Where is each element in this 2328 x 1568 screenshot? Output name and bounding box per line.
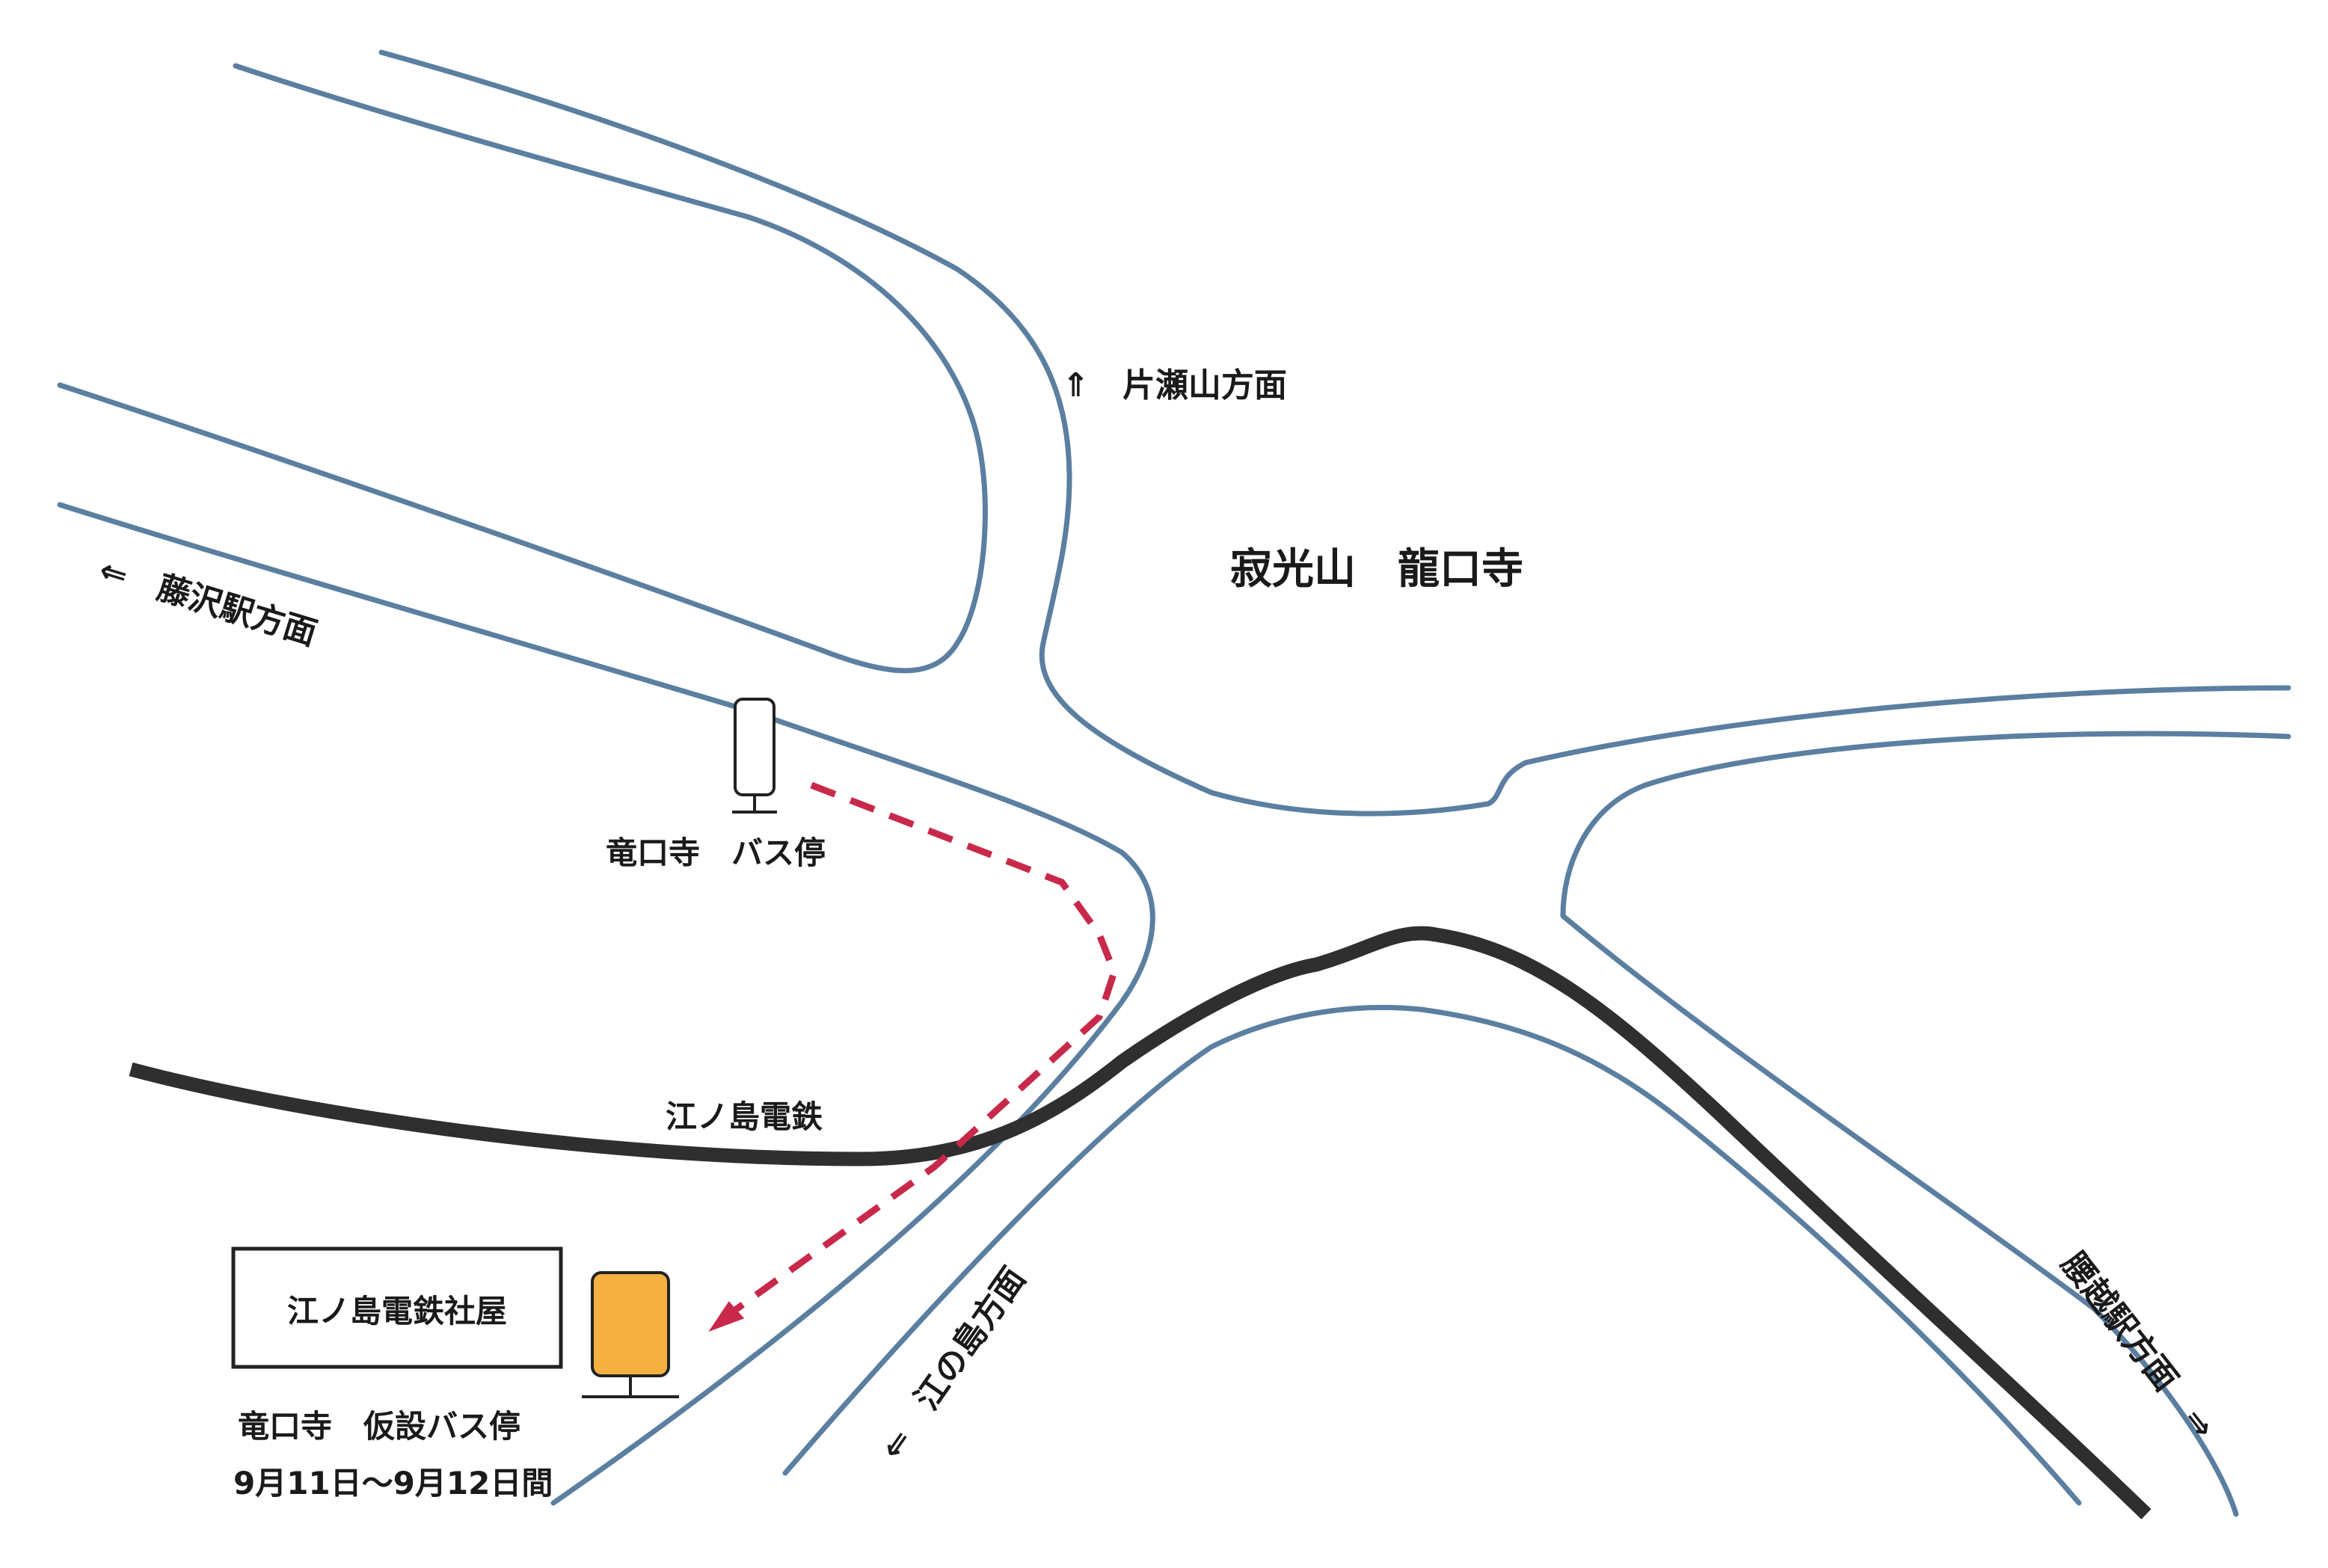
road-enoshima-east [782, 1004, 2082, 1506]
bus-stop-label: 竜口寺 バス停 [606, 834, 826, 871]
road-east-south-edge [1560, 731, 2291, 1517]
roads [57, 49, 2291, 1517]
route-arrowhead [708, 1301, 745, 1332]
road-north-west-outer [57, 63, 988, 674]
temporary-bus-stop-icon [582, 1271, 679, 1398]
enoden-building: 江ノ島電鉄社屋 [231, 1246, 563, 1369]
temporary-bus-stop-label: 竜口寺 仮設バス停 [238, 1408, 520, 1445]
building-label: 江ノ島電鉄社屋 [287, 1293, 507, 1329]
temple-name: 寂光山 龍口寺 [1230, 545, 1523, 594]
bus-stop-icon [732, 698, 777, 814]
enoden-railway-line [129, 926, 2152, 1519]
temporary-bus-stop-period: 9月11日～9月12日間 [233, 1465, 553, 1501]
direction-enoshima: ⇐ 江の島方面 [873, 1261, 1033, 1467]
walking-route-arrow-line [719, 781, 1118, 1323]
direction-katase: ⇑ 片瀬山方面 [1062, 366, 1287, 405]
road-north-east-edge [378, 49, 2291, 817]
direction-koshigoe: 腰越駅方面 ⇒ [2054, 1245, 2223, 1446]
road-fujisawa-lower [57, 502, 1155, 1506]
railway-label: 江ノ島電鉄 [666, 1098, 823, 1135]
direction-fujisawa: ⇐ 藤沢駅方面 [95, 551, 322, 654]
